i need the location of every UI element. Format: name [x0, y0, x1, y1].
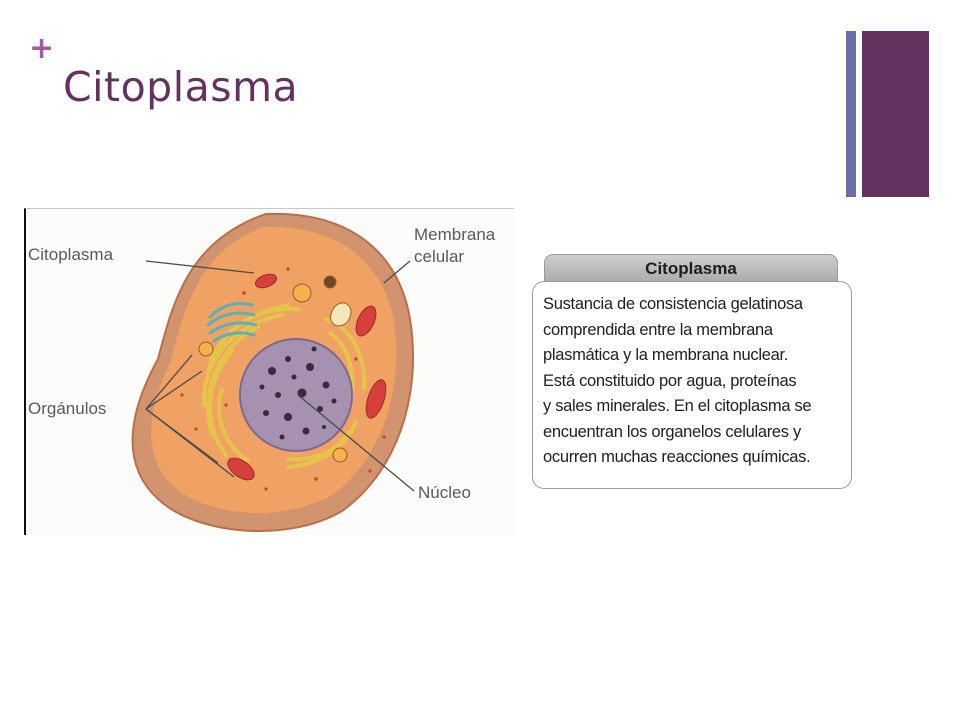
- vesicles: [198, 275, 352, 463]
- definition-text: Sustancia de consistencia gelatinosa com…: [532, 281, 852, 489]
- definition-line: comprendida entre la membrana: [543, 320, 773, 339]
- leader-lines: [145, 260, 415, 492]
- ribosomes: [180, 267, 386, 491]
- label-nucleo: Núcleo: [418, 483, 471, 502]
- definition-line: encuentran los organelos celulares y: [543, 422, 801, 441]
- slide-title: Citoplasma: [63, 63, 299, 111]
- definition-line: plasmática y la membrana nuclear.: [543, 346, 789, 364]
- nucleus-chromatin: [259, 346, 337, 440]
- decorative-bar-thick: [862, 31, 929, 197]
- cell-diagram: Citoplasma Membrana celular Orgánulos Nú…: [24, 208, 514, 535]
- definition-line: Sustancia de consistencia gelatinosa: [543, 295, 803, 313]
- label-membrana-line2: celular: [414, 247, 465, 266]
- label-citoplasma: Citoplasma: [28, 245, 114, 264]
- definition-line: y sales minerales. En el citoplasma se: [543, 397, 812, 415]
- definition-box: Citoplasma Sustancia de consistencia gel…: [532, 254, 852, 489]
- golgi-apparatus: [206, 302, 258, 343]
- label-membrana-line1: Membrana: [414, 225, 496, 244]
- definition-line: ocurren muchas reacciones químicas.: [543, 448, 811, 466]
- plus-icon: +: [29, 31, 55, 66]
- label-organulos: Orgánulos: [28, 399, 107, 418]
- decorative-bar-thin: [846, 31, 856, 197]
- nucleus: [239, 338, 353, 452]
- definition-line: Está constituido por agua, proteínas: [543, 371, 797, 390]
- endoplasmic-reticulum: [201, 303, 367, 469]
- definition-heading: Citoplasma: [544, 254, 838, 283]
- cell-illustration: [131, 212, 415, 532]
- mitochondria: [227, 273, 387, 481]
